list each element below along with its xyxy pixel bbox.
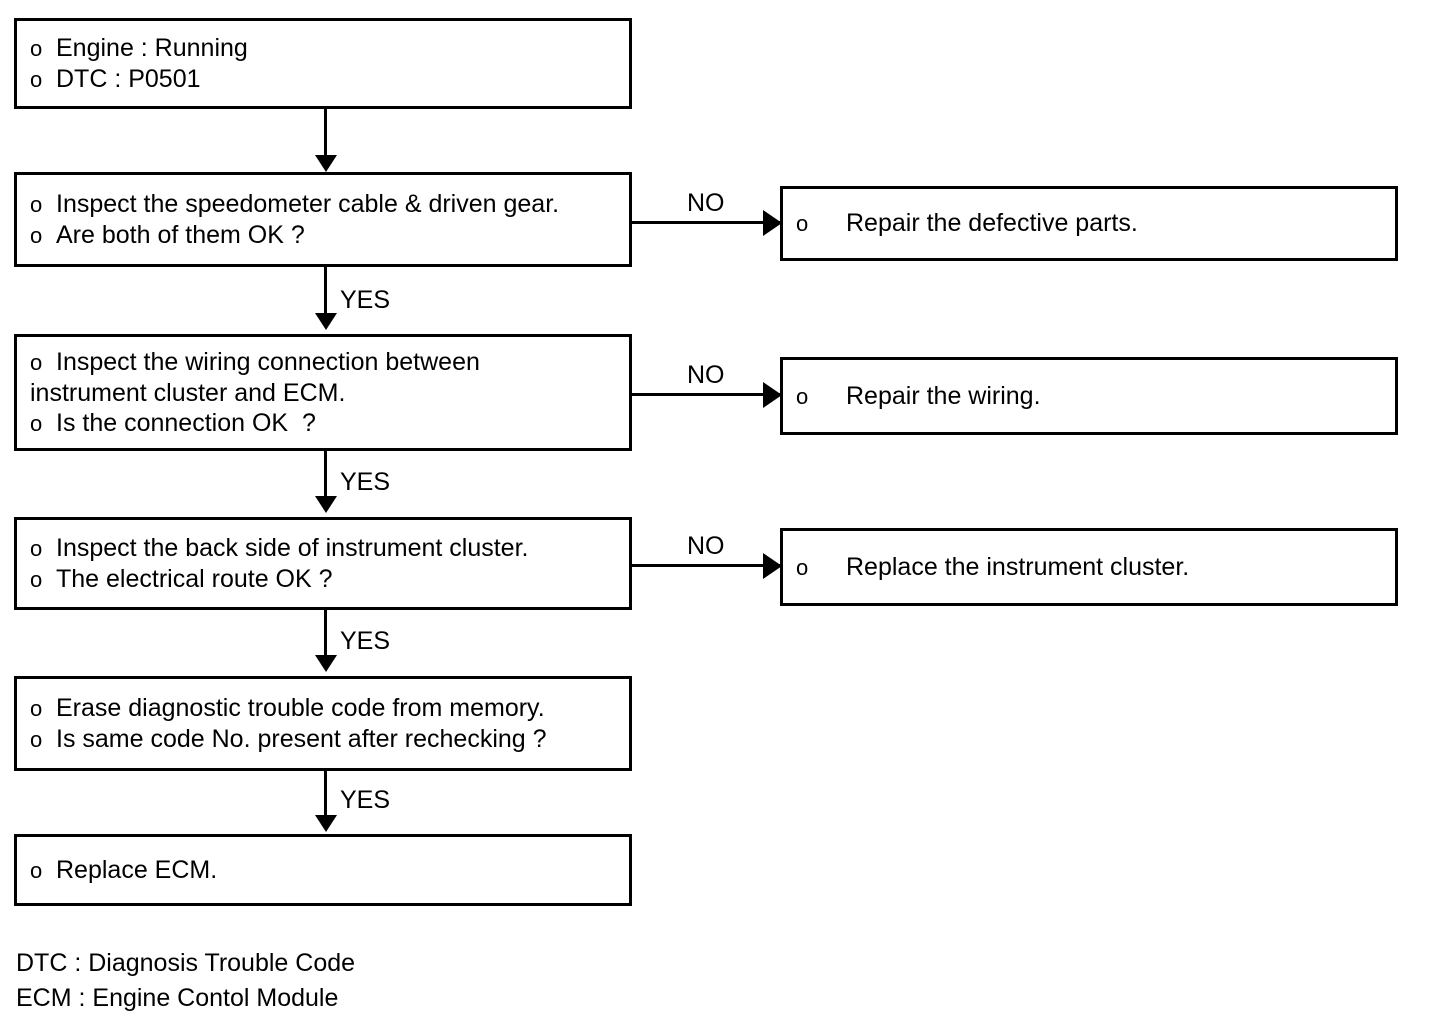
- outcome-replace-cluster-line: o Replace the instrument cluster.: [783, 552, 1395, 583]
- node-check-wiring-continuation: instrument cluster and ECM.: [17, 378, 629, 408]
- node-check-backside-line-1: o Inspect the back side of instrument cl…: [17, 533, 629, 564]
- bullet-icon: o: [30, 222, 43, 248]
- edge-label-yes-3: YES: [340, 627, 391, 655]
- node-check-backside-line-2: o The electrical route OK ?: [17, 564, 629, 595]
- bullet-icon: o: [796, 554, 809, 580]
- node-check-wiring-text-2: Is the connection OK ?: [56, 408, 316, 437]
- node-erase-code-text-1: Erase diagnostic trouble code from memor…: [56, 693, 545, 722]
- bullet-icon: o: [30, 695, 43, 721]
- connector-backside-yes: [324, 610, 327, 658]
- legend-dtc: DTC : Diagnosis Trouble Code: [16, 949, 356, 977]
- legend-ecm: ECM : Engine Contol Module: [16, 984, 339, 1012]
- node-start-text-1: Engine : Running: [56, 33, 248, 62]
- node-check-backside: o Inspect the back side of instrument cl…: [14, 517, 632, 610]
- arrow-right-icon: [763, 553, 782, 579]
- node-check-speedometer: o Inspect the speedometer cable & driven…: [14, 172, 632, 267]
- node-check-speedometer-line-2: o Are both of them OK ?: [17, 220, 629, 251]
- bullet-icon: o: [30, 66, 43, 92]
- node-erase-code: o Erase diagnostic trouble code from mem…: [14, 676, 632, 771]
- node-check-wiring-line-2: o Is the connection OK ?: [17, 408, 629, 439]
- arrow-down-icon: [315, 496, 337, 513]
- arrow-down-icon: [315, 155, 337, 172]
- edge-label-no-2: NO: [687, 361, 725, 389]
- bullet-icon: o: [796, 211, 809, 236]
- node-check-speedometer-text-2: Are both of them OK ?: [56, 220, 305, 249]
- node-replace-ecm-text: Replace ECM.: [56, 855, 218, 884]
- node-check-backside-text-2: The electrical route OK ?: [56, 564, 333, 593]
- connector-speedometer-no: [632, 221, 780, 224]
- node-check-wiring: o Inspect the wiring connection between …: [14, 334, 632, 451]
- connector-wiring-yes: [324, 451, 327, 499]
- node-replace-ecm: o Replace ECM.: [14, 834, 632, 906]
- edge-label-yes-1: YES: [340, 286, 391, 314]
- node-check-wiring-text-1: Inspect the wiring connection between: [56, 347, 480, 376]
- node-erase-code-line-1: o Erase diagnostic trouble code from mem…: [17, 693, 629, 724]
- connector-erase-yes: [324, 771, 327, 818]
- outcome-replace-cluster: o Replace the instrument cluster.: [780, 528, 1398, 606]
- arrow-right-icon: [763, 382, 782, 408]
- node-check-speedometer-line-1: o Inspect the speedometer cable & driven…: [17, 189, 629, 220]
- bullet-icon: o: [30, 535, 43, 561]
- bullet-icon: o: [30, 191, 43, 217]
- node-check-speedometer-text-1: Inspect the speedometer cable & driven g…: [56, 189, 560, 218]
- edge-label-yes-4: YES: [340, 786, 391, 814]
- outcome-repair-wiring-text: Repair the wiring.: [846, 381, 1041, 410]
- node-check-wiring-line-1: o Inspect the wiring connection between: [17, 347, 629, 378]
- edge-label-no-1: NO: [687, 189, 725, 217]
- bullet-icon: o: [30, 566, 43, 592]
- edge-label-yes-2: YES: [340, 468, 391, 496]
- bullet-icon: o: [796, 383, 809, 409]
- bullet-icon: o: [30, 349, 43, 375]
- outcome-repair-parts-text: Repair the defective parts.: [846, 209, 1138, 237]
- node-erase-code-line-2: o Is same code No. present after recheck…: [17, 724, 629, 755]
- node-start-text-2: DTC : P0501: [56, 64, 201, 93]
- arrow-down-icon: [315, 655, 337, 672]
- connector-backside-no: [632, 564, 780, 567]
- bullet-icon: o: [30, 35, 43, 61]
- connector-start-to-speedometer: [324, 109, 327, 158]
- bullet-icon: o: [30, 726, 43, 752]
- node-erase-code-text-2: Is same code No. present after recheckin…: [56, 724, 547, 753]
- outcome-replace-cluster-text: Replace the instrument cluster.: [846, 552, 1190, 581]
- connector-wiring-no: [632, 393, 780, 396]
- outcome-repair-parts: o Repair the defective parts.: [780, 186, 1398, 261]
- arrow-down-icon: [315, 815, 337, 832]
- node-check-wiring-text-cont: instrument cluster and ECM.: [30, 378, 346, 407]
- bullet-icon: o: [30, 857, 43, 883]
- arrow-right-icon: [763, 210, 782, 236]
- outcome-repair-wiring: o Repair the wiring.: [780, 357, 1398, 435]
- node-start-line-2: o DTC : P0501: [17, 64, 629, 95]
- node-check-backside-text-1: Inspect the back side of instrument clus…: [56, 533, 529, 562]
- outcome-repair-parts-line: o Repair the defective parts.: [783, 208, 1395, 239]
- arrow-down-icon: [315, 313, 337, 330]
- node-start: o Engine : Running o DTC : P0501: [14, 18, 632, 109]
- bullet-icon: o: [30, 410, 43, 436]
- node-replace-ecm-line: o Replace ECM.: [17, 855, 629, 886]
- node-start-line-1: o Engine : Running: [17, 33, 629, 64]
- outcome-repair-wiring-line: o Repair the wiring.: [783, 381, 1395, 412]
- connector-speedometer-yes: [324, 267, 327, 316]
- edge-label-no-3: NO: [687, 532, 725, 560]
